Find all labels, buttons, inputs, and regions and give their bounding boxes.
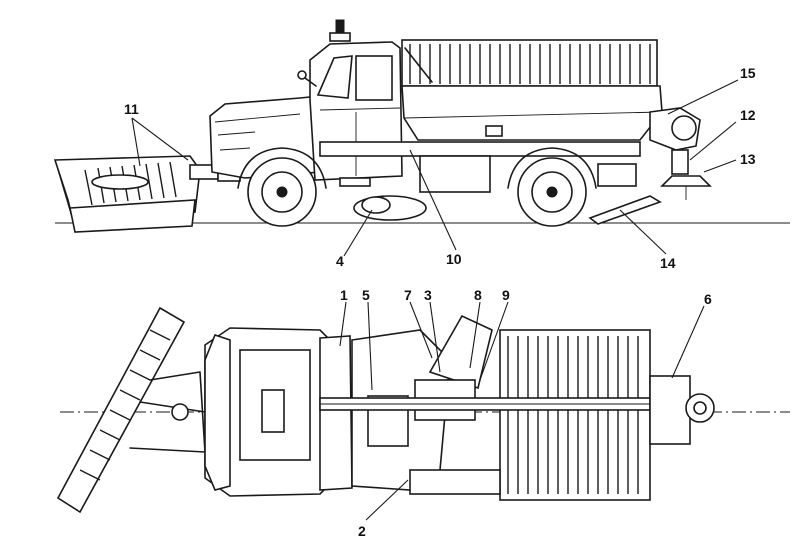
callout-2: 2 xyxy=(358,523,366,539)
callout-4: 4 xyxy=(336,253,344,269)
front-wheel xyxy=(237,147,327,227)
callout-12: 12 xyxy=(740,107,756,123)
callout-11: 11 xyxy=(124,101,139,117)
under-brush-side xyxy=(353,195,427,221)
rear-wheel xyxy=(507,147,597,227)
callout-3: 3 xyxy=(424,287,432,303)
rear-spreader-side xyxy=(649,107,712,200)
top-view xyxy=(56,306,790,514)
callout-15: 15 xyxy=(740,65,756,81)
front-plough-top xyxy=(56,306,206,514)
side-view xyxy=(53,19,790,233)
callout-leaders xyxy=(131,79,739,521)
callout-6: 6 xyxy=(704,291,712,307)
callout-14: 14 xyxy=(660,255,676,271)
spreader-hopper-side xyxy=(319,39,663,193)
rear-spreader-top xyxy=(649,375,715,445)
callout-8: 8 xyxy=(474,287,482,303)
callout-1: 1 xyxy=(340,287,348,303)
truck-cab-side xyxy=(209,19,403,187)
callout-numbers: 11 15 12 13 14 10 4 1 5 7 3 8 9 6 2 xyxy=(124,65,756,539)
callout-7: 7 xyxy=(404,287,412,303)
callout-13: 13 xyxy=(740,151,756,167)
rear-mouldboard xyxy=(588,195,662,225)
callout-9: 9 xyxy=(502,287,510,303)
callout-5: 5 xyxy=(362,287,370,303)
callout-10: 10 xyxy=(446,251,462,267)
truck-cab-top xyxy=(204,327,353,497)
